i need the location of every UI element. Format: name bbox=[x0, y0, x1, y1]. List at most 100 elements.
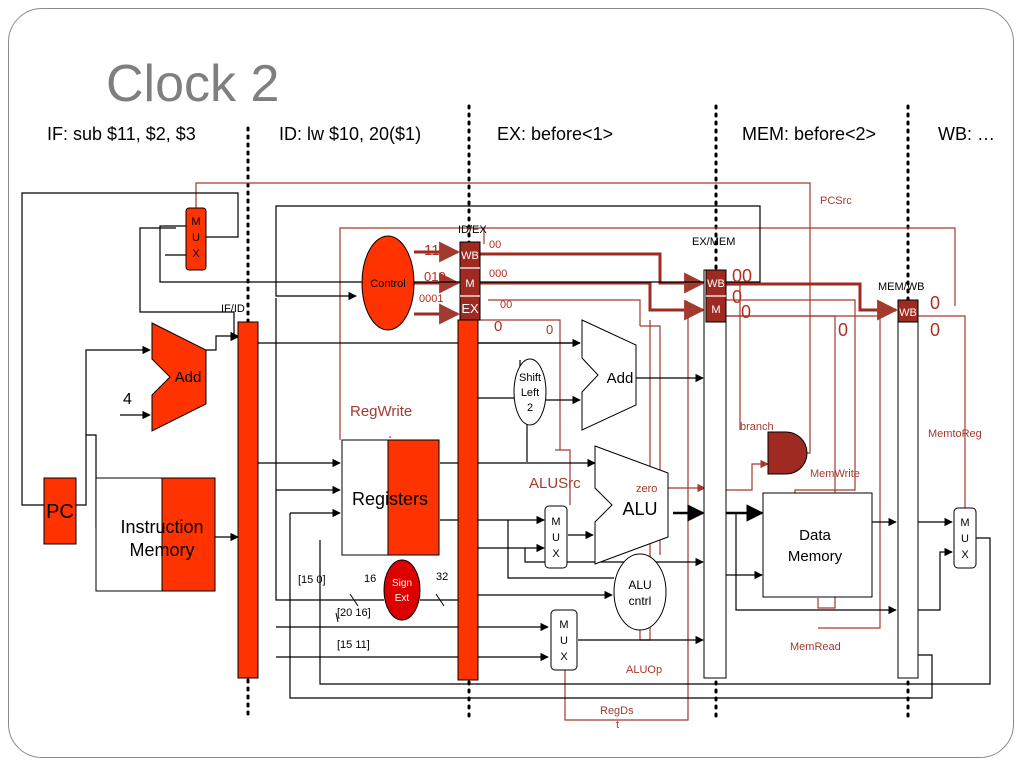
instruction-memory-label-2: Memory bbox=[129, 540, 194, 560]
pc-adder bbox=[151, 322, 207, 432]
pipeline-registers bbox=[237, 241, 919, 681]
control-label: Control bbox=[370, 278, 405, 290]
regwrite-wire bbox=[339, 227, 485, 440]
mux-letters: M U X M U X M U X M U X bbox=[191, 216, 969, 663]
value-idex-ex: 00 bbox=[500, 299, 512, 311]
memtoreg-mux-x: X bbox=[961, 549, 969, 561]
alu bbox=[594, 445, 669, 565]
data-memory-label-1: Data bbox=[799, 527, 831, 544]
regdst-mux-u: U bbox=[560, 635, 568, 647]
branch-and-gate bbox=[767, 431, 808, 475]
regdst-mux-x: X bbox=[560, 651, 568, 663]
memtoreg-label: MemtoReg bbox=[928, 428, 982, 440]
value-memwb-b: 0 bbox=[930, 320, 940, 340]
regwrite-label: RegWrite bbox=[350, 403, 412, 420]
shift-label-1: Shift bbox=[519, 372, 541, 384]
data-memory bbox=[762, 492, 873, 598]
control-bus bbox=[414, 241, 899, 325]
if-id-label: IF/ID bbox=[221, 303, 245, 315]
stage-ex-label: EX: before<1> bbox=[497, 124, 614, 144]
pc-label: PC bbox=[46, 501, 74, 523]
pcsrc-label: PCSrc bbox=[820, 195, 852, 207]
pc-adder-label: Add bbox=[175, 369, 202, 386]
pc-register bbox=[43, 477, 77, 545]
stage-separators bbox=[246, 104, 910, 720]
shift-left-2 bbox=[513, 358, 547, 426]
memtoreg-mux-u: U bbox=[961, 533, 969, 545]
value-idex-zero: 0 bbox=[494, 318, 502, 335]
value-idex-m: 000 bbox=[489, 268, 507, 280]
mem-wb-control-block bbox=[897, 299, 919, 323]
regdst-mux bbox=[550, 609, 578, 671]
registers-label: Registers bbox=[352, 489, 428, 509]
id-ex-m-label: M bbox=[465, 278, 474, 290]
ex-mem-label: EX/MEM bbox=[692, 236, 735, 248]
stage-mem-label: MEM: before<2> bbox=[742, 124, 877, 144]
sign-ext-label-1: Sign bbox=[392, 578, 412, 589]
id-ex-label: ID/EX bbox=[458, 224, 487, 236]
alusrc-mux-u: U bbox=[552, 532, 560, 544]
alusrc-mux-m: M bbox=[551, 516, 560, 528]
sign-extend bbox=[383, 559, 421, 621]
id-ex-wb-label: WB bbox=[461, 250, 479, 262]
stage-wb-label: WB: … bbox=[938, 124, 995, 144]
zero-label: zero bbox=[636, 483, 657, 495]
value-alusrc: 0 bbox=[546, 322, 553, 337]
control-values: 11 010 0001 00 000 00 0 0 00 0 0 0 0 0 bbox=[419, 239, 940, 340]
ex-mem-wb-label: WB bbox=[707, 278, 725, 290]
stage-if-label: IF: sub $11, $2, $3 bbox=[47, 124, 196, 144]
shift-label-3: 2 bbox=[527, 402, 533, 414]
branch-label: branch bbox=[740, 421, 774, 433]
sign-ext-label-2: Ext bbox=[395, 593, 410, 604]
bits-15-0-label: [15 0] bbox=[298, 574, 326, 586]
stage-id-label: ID: lw $10, 20($1) bbox=[279, 124, 422, 144]
value-exmem-m-a: 0 bbox=[732, 287, 742, 307]
alusrc-label: ALUSrc bbox=[529, 475, 581, 492]
control-unit bbox=[361, 235, 415, 331]
slide-title: Clock 2 bbox=[106, 55, 280, 113]
pc-mux bbox=[185, 207, 207, 271]
pc-mux-x: X bbox=[192, 248, 200, 260]
signal-labels: PCSrc RegWrite ALUSrc branch MemWrite Me… bbox=[350, 195, 982, 731]
functional-units bbox=[43, 207, 977, 671]
value-memwb-a: 0 bbox=[930, 293, 940, 313]
register-block-labels: WB M EX WB M WB Sign Ext bbox=[392, 250, 917, 604]
memtoreg-mux bbox=[953, 507, 977, 569]
alu-control-label-2: cntrl bbox=[629, 594, 652, 608]
memread-label: MemRead bbox=[790, 641, 841, 653]
bits-32-label: 32 bbox=[436, 571, 448, 583]
mem-wb-wb-label: WB bbox=[899, 307, 917, 319]
bits-15-11-label: [15 11] bbox=[337, 639, 370, 651]
pc-mux-m: M bbox=[191, 216, 200, 228]
value-ex-in: 0001 bbox=[419, 293, 443, 305]
alusrc-mux bbox=[544, 505, 568, 569]
value-branch-out: 0 bbox=[838, 320, 848, 340]
ex-mem-m-label: M bbox=[711, 304, 720, 316]
id-ex-control-block bbox=[459, 241, 481, 321]
value-idex-wb: 00 bbox=[489, 239, 501, 251]
bits-20-16-label: [20 16] bbox=[337, 607, 371, 619]
memtoreg-mux-m: M bbox=[960, 517, 969, 529]
regdst-mux-m: M bbox=[559, 619, 568, 631]
shift-label-2: Left bbox=[521, 387, 539, 399]
four-label: 4 bbox=[123, 391, 132, 408]
alusrc-mux-x: X bbox=[552, 548, 560, 560]
bus-width-ticks bbox=[335, 593, 445, 623]
bits-16-label: 16 bbox=[364, 573, 376, 585]
pc-mux-u: U bbox=[192, 232, 200, 244]
memwrite-label: MemWrite bbox=[810, 468, 860, 480]
instruction-memory-label-1: Instruction bbox=[120, 517, 203, 537]
regdst-label-1: RegDs bbox=[600, 705, 634, 717]
unit-labels: PC Instruction Memory Registers Data Mem… bbox=[46, 224, 924, 651]
if-id-register bbox=[237, 321, 259, 679]
aluop-label: ALUOp bbox=[626, 664, 662, 676]
branch-adder-label: Add bbox=[607, 370, 634, 387]
alu-control bbox=[613, 553, 667, 631]
mem-wb-label: MEM/WB bbox=[878, 281, 924, 293]
mem-wb-register bbox=[897, 299, 919, 679]
value-wb-in: 11 bbox=[424, 242, 440, 259]
memwrite-wire bbox=[726, 299, 856, 495]
wb-regwrite-return-wire bbox=[484, 227, 956, 306]
alu-label: ALU bbox=[622, 499, 657, 519]
